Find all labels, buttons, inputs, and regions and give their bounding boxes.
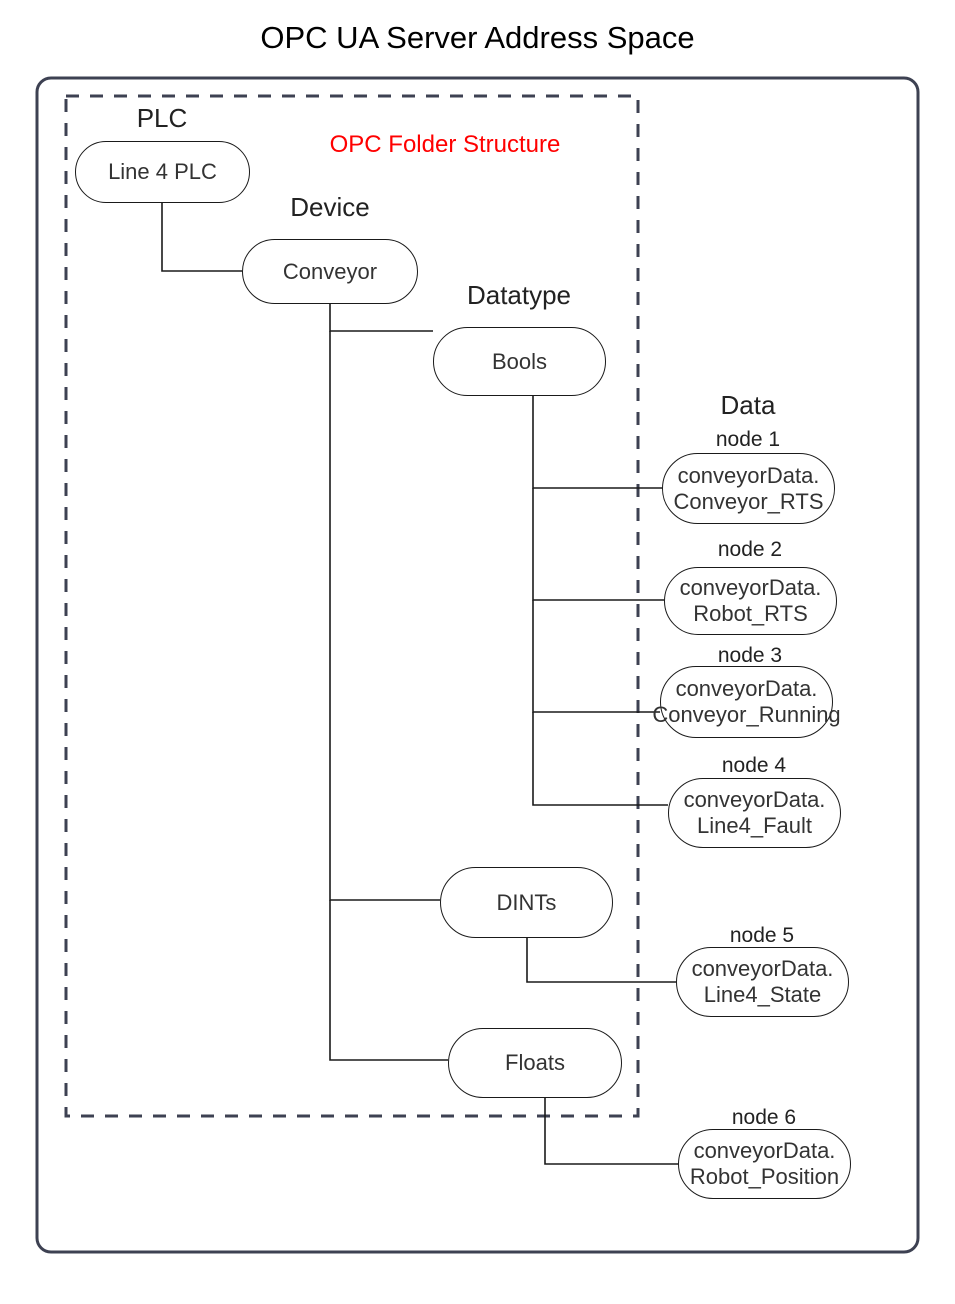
folder-node-dints[interactable]: DINTs [440,867,613,938]
data-node-line1: conveyorData. [675,676,818,702]
category-label-plc: PLC [136,103,188,133]
category-label-data: Data [720,390,776,420]
data-node-4[interactable]: conveyorData. Line4_Fault [668,778,841,848]
data-node-line1: conveyorData. [693,1138,836,1164]
folder-node-floats[interactable]: Floats [448,1028,622,1098]
category-label-device: Device [290,192,370,222]
folder-label: Conveyor [282,258,378,284]
data-node-3[interactable]: conveyorData. Conveyor_Running [652,666,841,738]
data-node-line2: Conveyor_RTS [673,488,824,514]
opc-folder-structure-annotation: OPC Folder Structure [329,131,561,158]
data-node-line1: conveyorData. [679,575,822,601]
data-node-1[interactable]: conveyorData. Conveyor_RTS [662,453,835,524]
data-node-line2: Robot_Position [689,1164,840,1189]
node-tag-6: node 6 [731,1106,797,1129]
node-tag-3: node 3 [717,644,783,667]
folder-label: DINTs [496,889,557,915]
data-node-line2: Line4_State [703,982,822,1007]
data-node-6[interactable]: conveyorData. Robot_Position [678,1129,851,1199]
data-node-line1: conveyorData. [691,956,834,982]
folder-label: Line 4 PLC [108,159,217,185]
folder-label: Floats [505,1050,565,1076]
data-node-line1: conveyorData. [677,462,820,488]
node-tag-1: node 1 [715,428,781,451]
folder-node-line4-plc[interactable]: Line 4 PLC [75,141,250,203]
node-tag-5: node 5 [729,924,795,947]
data-node-line2: Conveyor_Running [652,702,841,727]
category-label-datatype: Datatype [466,280,572,310]
data-node-line2: Line4_Fault [697,813,812,838]
folder-label: Bools [491,348,548,374]
node-tag-4: node 4 [721,754,787,777]
page-title: OPC UA Server Address Space [260,20,695,55]
data-node-2[interactable]: conveyorData. Robot_RTS [664,567,837,635]
folder-node-bools[interactable]: Bools [433,327,606,396]
data-node-line1: conveyorData. [683,787,826,813]
data-node-5[interactable]: conveyorData. Line4_State [676,947,849,1017]
folder-node-conveyor[interactable]: Conveyor [242,239,418,304]
data-node-line2: Robot_RTS [693,601,808,626]
node-tag-2: node 2 [717,538,783,561]
